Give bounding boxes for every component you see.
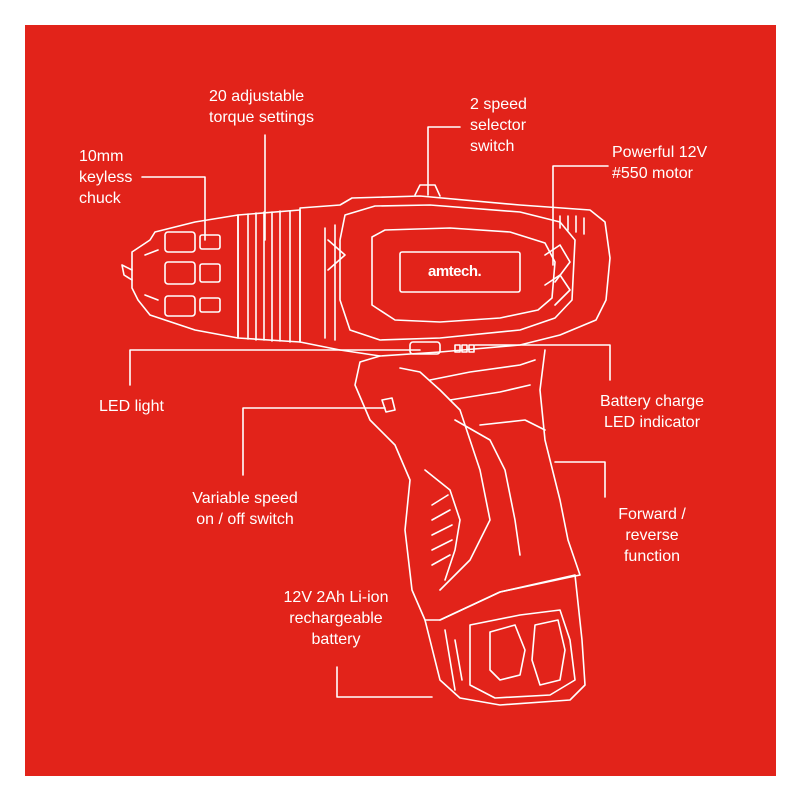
diagram-background	[25, 25, 776, 776]
torque-collar	[237, 209, 301, 343]
brand-logo: amtech.	[428, 263, 482, 280]
keyless-chuck	[121, 214, 239, 339]
drill-handle	[354, 349, 581, 621]
motor-housing	[299, 184, 611, 357]
label-motor: Powerful 12V #550 motor	[612, 144, 708, 182]
label-torque-settings: 20 adjustable torque settings	[209, 88, 314, 126]
label-variable-speed-switch: Variable speed on / off switch	[192, 490, 298, 528]
label-led-light: LED light	[99, 398, 164, 415]
label-battery-charge-indicator: Battery charge LED indicator	[599, 393, 705, 431]
label-forward-reverse: Forward / reverse function	[618, 506, 686, 565]
label-keyless-chuck: 10mm keyless chuck	[79, 148, 133, 207]
label-speed-selector: 2 speed selector switch	[470, 96, 527, 155]
callout-lines	[129, 126, 611, 698]
drill-battery	[424, 574, 586, 706]
label-battery: 12V 2Ah Li-ion rechargeable battery	[283, 589, 389, 648]
